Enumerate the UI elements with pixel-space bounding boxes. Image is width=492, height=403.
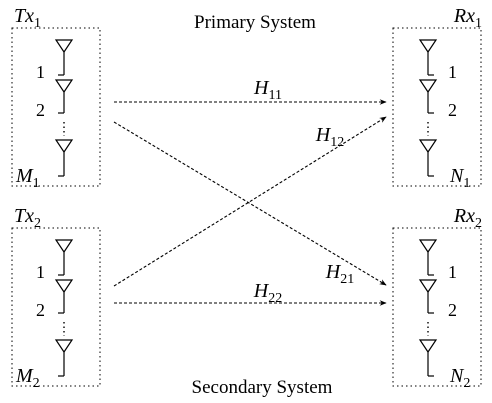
tx2-antenna-number-2: 2 bbox=[36, 300, 45, 320]
rx2-node: Rx2 1 2N2 bbox=[392, 205, 482, 391]
tx1-node: Tx1 1 2M1 bbox=[11, 5, 101, 191]
rx1-antenna-m-icon bbox=[418, 139, 438, 177]
link-arrow-12 bbox=[113, 116, 387, 287]
tx2-box bbox=[11, 227, 101, 387]
link-h21: H21 bbox=[113, 121, 387, 287]
link-label-11: H11 bbox=[253, 77, 282, 103]
link-label-22: H22 bbox=[253, 280, 282, 306]
link-label-21: H21 bbox=[325, 261, 354, 287]
rx1-antenna-number-2: 2 bbox=[448, 100, 457, 120]
rx2-antenna-number-1: 1 bbox=[448, 262, 457, 282]
rx2-antenna-number-2: 2 bbox=[448, 300, 457, 320]
link-label-12: H12 bbox=[315, 124, 344, 150]
tx1-antenna-number-1: 1 bbox=[36, 62, 45, 82]
rx1-antenna-1-icon bbox=[418, 39, 438, 76]
tx1-antenna-m-icon bbox=[54, 139, 74, 177]
tx2-antenna-2-icon bbox=[54, 279, 74, 314]
link-h22: H22 bbox=[114, 280, 387, 306]
tx2-node: Tx2 1 2M2 bbox=[11, 205, 101, 391]
rx1-antenna-count: N1 bbox=[449, 165, 470, 191]
link-h11: H11 bbox=[114, 77, 387, 105]
tx1-antenna-count: M1 bbox=[15, 165, 40, 191]
rx1-label: Rx1 bbox=[453, 5, 482, 31]
rx2-antenna-1-icon bbox=[418, 239, 438, 276]
primary-system-title: Primary System bbox=[194, 12, 316, 33]
rx2-antenna-2-icon bbox=[418, 279, 438, 314]
tx1-antenna-2-icon bbox=[54, 79, 74, 114]
tx2-label: Tx2 bbox=[14, 205, 41, 231]
link-arrow-21 bbox=[113, 121, 387, 286]
tx1-antenna-number-2: 2 bbox=[36, 100, 45, 120]
rx1-antenna-2-icon bbox=[418, 79, 438, 114]
rx2-label: Rx2 bbox=[453, 205, 482, 231]
rx1-box bbox=[392, 27, 482, 187]
rx2-antenna-m-icon bbox=[418, 339, 438, 377]
rx2-antenna-count: N2 bbox=[449, 365, 470, 391]
tx2-antenna-count: M2 bbox=[15, 365, 40, 391]
rx2-box bbox=[392, 227, 482, 387]
tx2-antenna-m-icon bbox=[54, 339, 74, 377]
tx2-antenna-1-icon bbox=[54, 239, 74, 276]
tx1-antenna-1-icon bbox=[54, 39, 74, 76]
link-h12: H12 bbox=[113, 116, 387, 287]
rx1-node: Rx1 1 2N1 bbox=[392, 5, 482, 191]
tx1-label: Tx1 bbox=[14, 5, 41, 31]
tx2-antenna-number-1: 1 bbox=[36, 262, 45, 282]
rx1-antenna-number-1: 1 bbox=[448, 62, 457, 82]
tx1-box bbox=[11, 27, 101, 187]
secondary-system-title: Secondary System bbox=[192, 377, 333, 398]
